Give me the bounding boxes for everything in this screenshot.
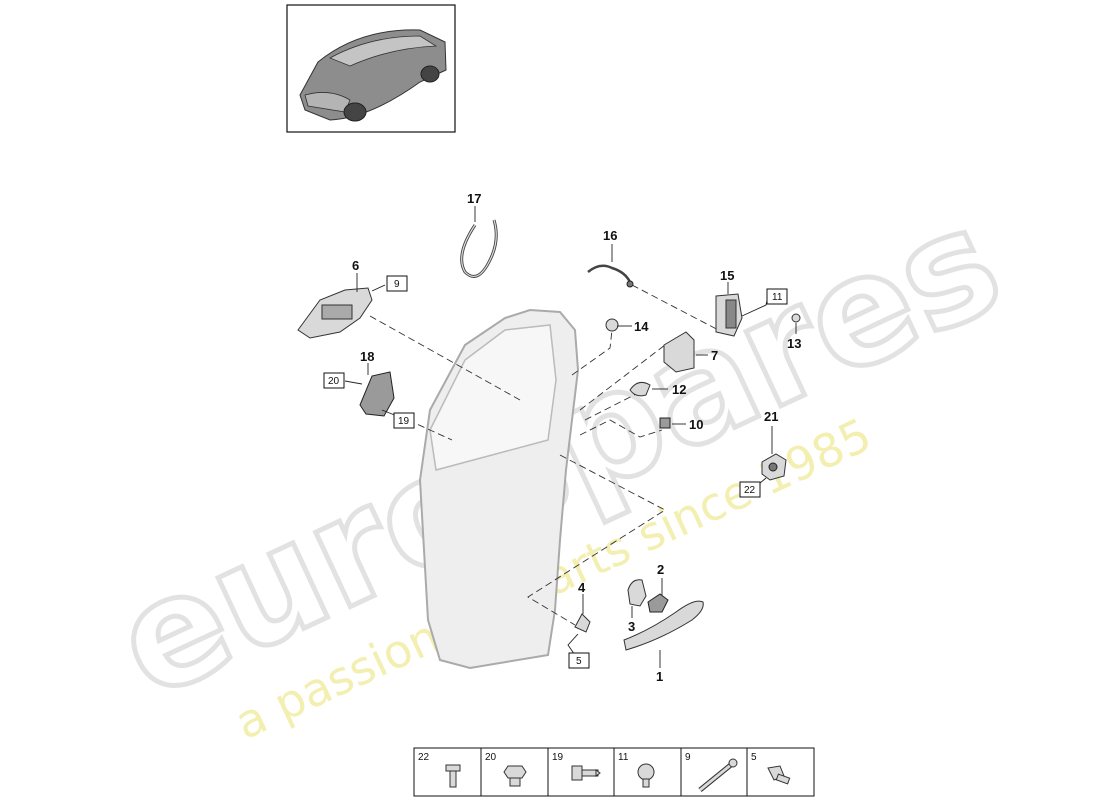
part-14-plug: [605, 318, 619, 332]
callout-16: 16: [603, 228, 617, 243]
part-3-gasket: [627, 579, 647, 607]
callout-1: 1: [656, 669, 663, 684]
part-1-handle: [623, 600, 704, 651]
callout-14: 14: [634, 319, 649, 334]
part-17-cable: [460, 219, 498, 278]
fastener-table: 22 20 19 11 9 5: [413, 747, 815, 797]
boxed-ref-19: 19: [398, 416, 410, 427]
callout-7: 7: [711, 348, 718, 363]
table-label-20: 20: [485, 752, 497, 763]
callout-10: 10: [689, 417, 703, 432]
fastener-9-icon: [698, 758, 738, 792]
table-label-11: 11: [618, 752, 629, 763]
boxed-refs: 9 20 19 11 22 5: [323, 275, 788, 669]
part-12-seal: [629, 381, 651, 397]
table-label-22: 22: [418, 752, 430, 763]
callout-12: 12: [672, 382, 686, 397]
assembly-lines: [369, 284, 729, 626]
part-7-cover: [663, 331, 695, 373]
callout-15: 15: [720, 268, 734, 283]
leader-lines: [344, 206, 797, 668]
callout-6: 6: [352, 258, 359, 273]
callout-numbers: 17 6 18 16 15 14 7 12 10 13 21 2 3 4 1: [352, 191, 801, 684]
part-15-lock: [715, 293, 743, 337]
callout-2: 2: [657, 562, 664, 577]
part-2-handle-insert: [647, 593, 669, 613]
boxed-ref-5: 5: [576, 656, 582, 667]
fastener-11-icon: [637, 763, 655, 788]
vehicle-thumbnail: [286, 4, 456, 133]
callout-3: 3: [628, 619, 635, 634]
part-18-bracket: [359, 371, 395, 417]
table-label-9: 9: [685, 752, 691, 763]
fastener-19-icon: [571, 765, 601, 781]
part-4-clip: [574, 613, 591, 633]
part-16-cable: [587, 264, 634, 288]
callout-18: 18: [360, 349, 374, 364]
table-label-5: 5: [751, 752, 757, 763]
part-10-clip: [659, 417, 671, 429]
part-6-handle-bracket: [297, 287, 373, 339]
table-label-19: 19: [552, 752, 564, 763]
part-21-striker: [761, 453, 787, 481]
fastener-5-icon: [767, 765, 791, 785]
fastener-22-icon: [445, 764, 461, 788]
callout-4: 4: [578, 580, 586, 595]
part-13-screw: [791, 313, 801, 323]
boxed-ref-20: 20: [328, 376, 340, 387]
boxed-ref-11: 11: [772, 292, 783, 303]
boxed-ref-22: 22: [744, 485, 756, 496]
boxed-ref-9: 9: [394, 279, 400, 290]
callout-21: 21: [764, 409, 778, 424]
door-panel: [418, 308, 580, 670]
fastener-20-icon: [503, 765, 527, 787]
callout-17: 17: [467, 191, 481, 206]
callout-13: 13: [787, 336, 801, 351]
